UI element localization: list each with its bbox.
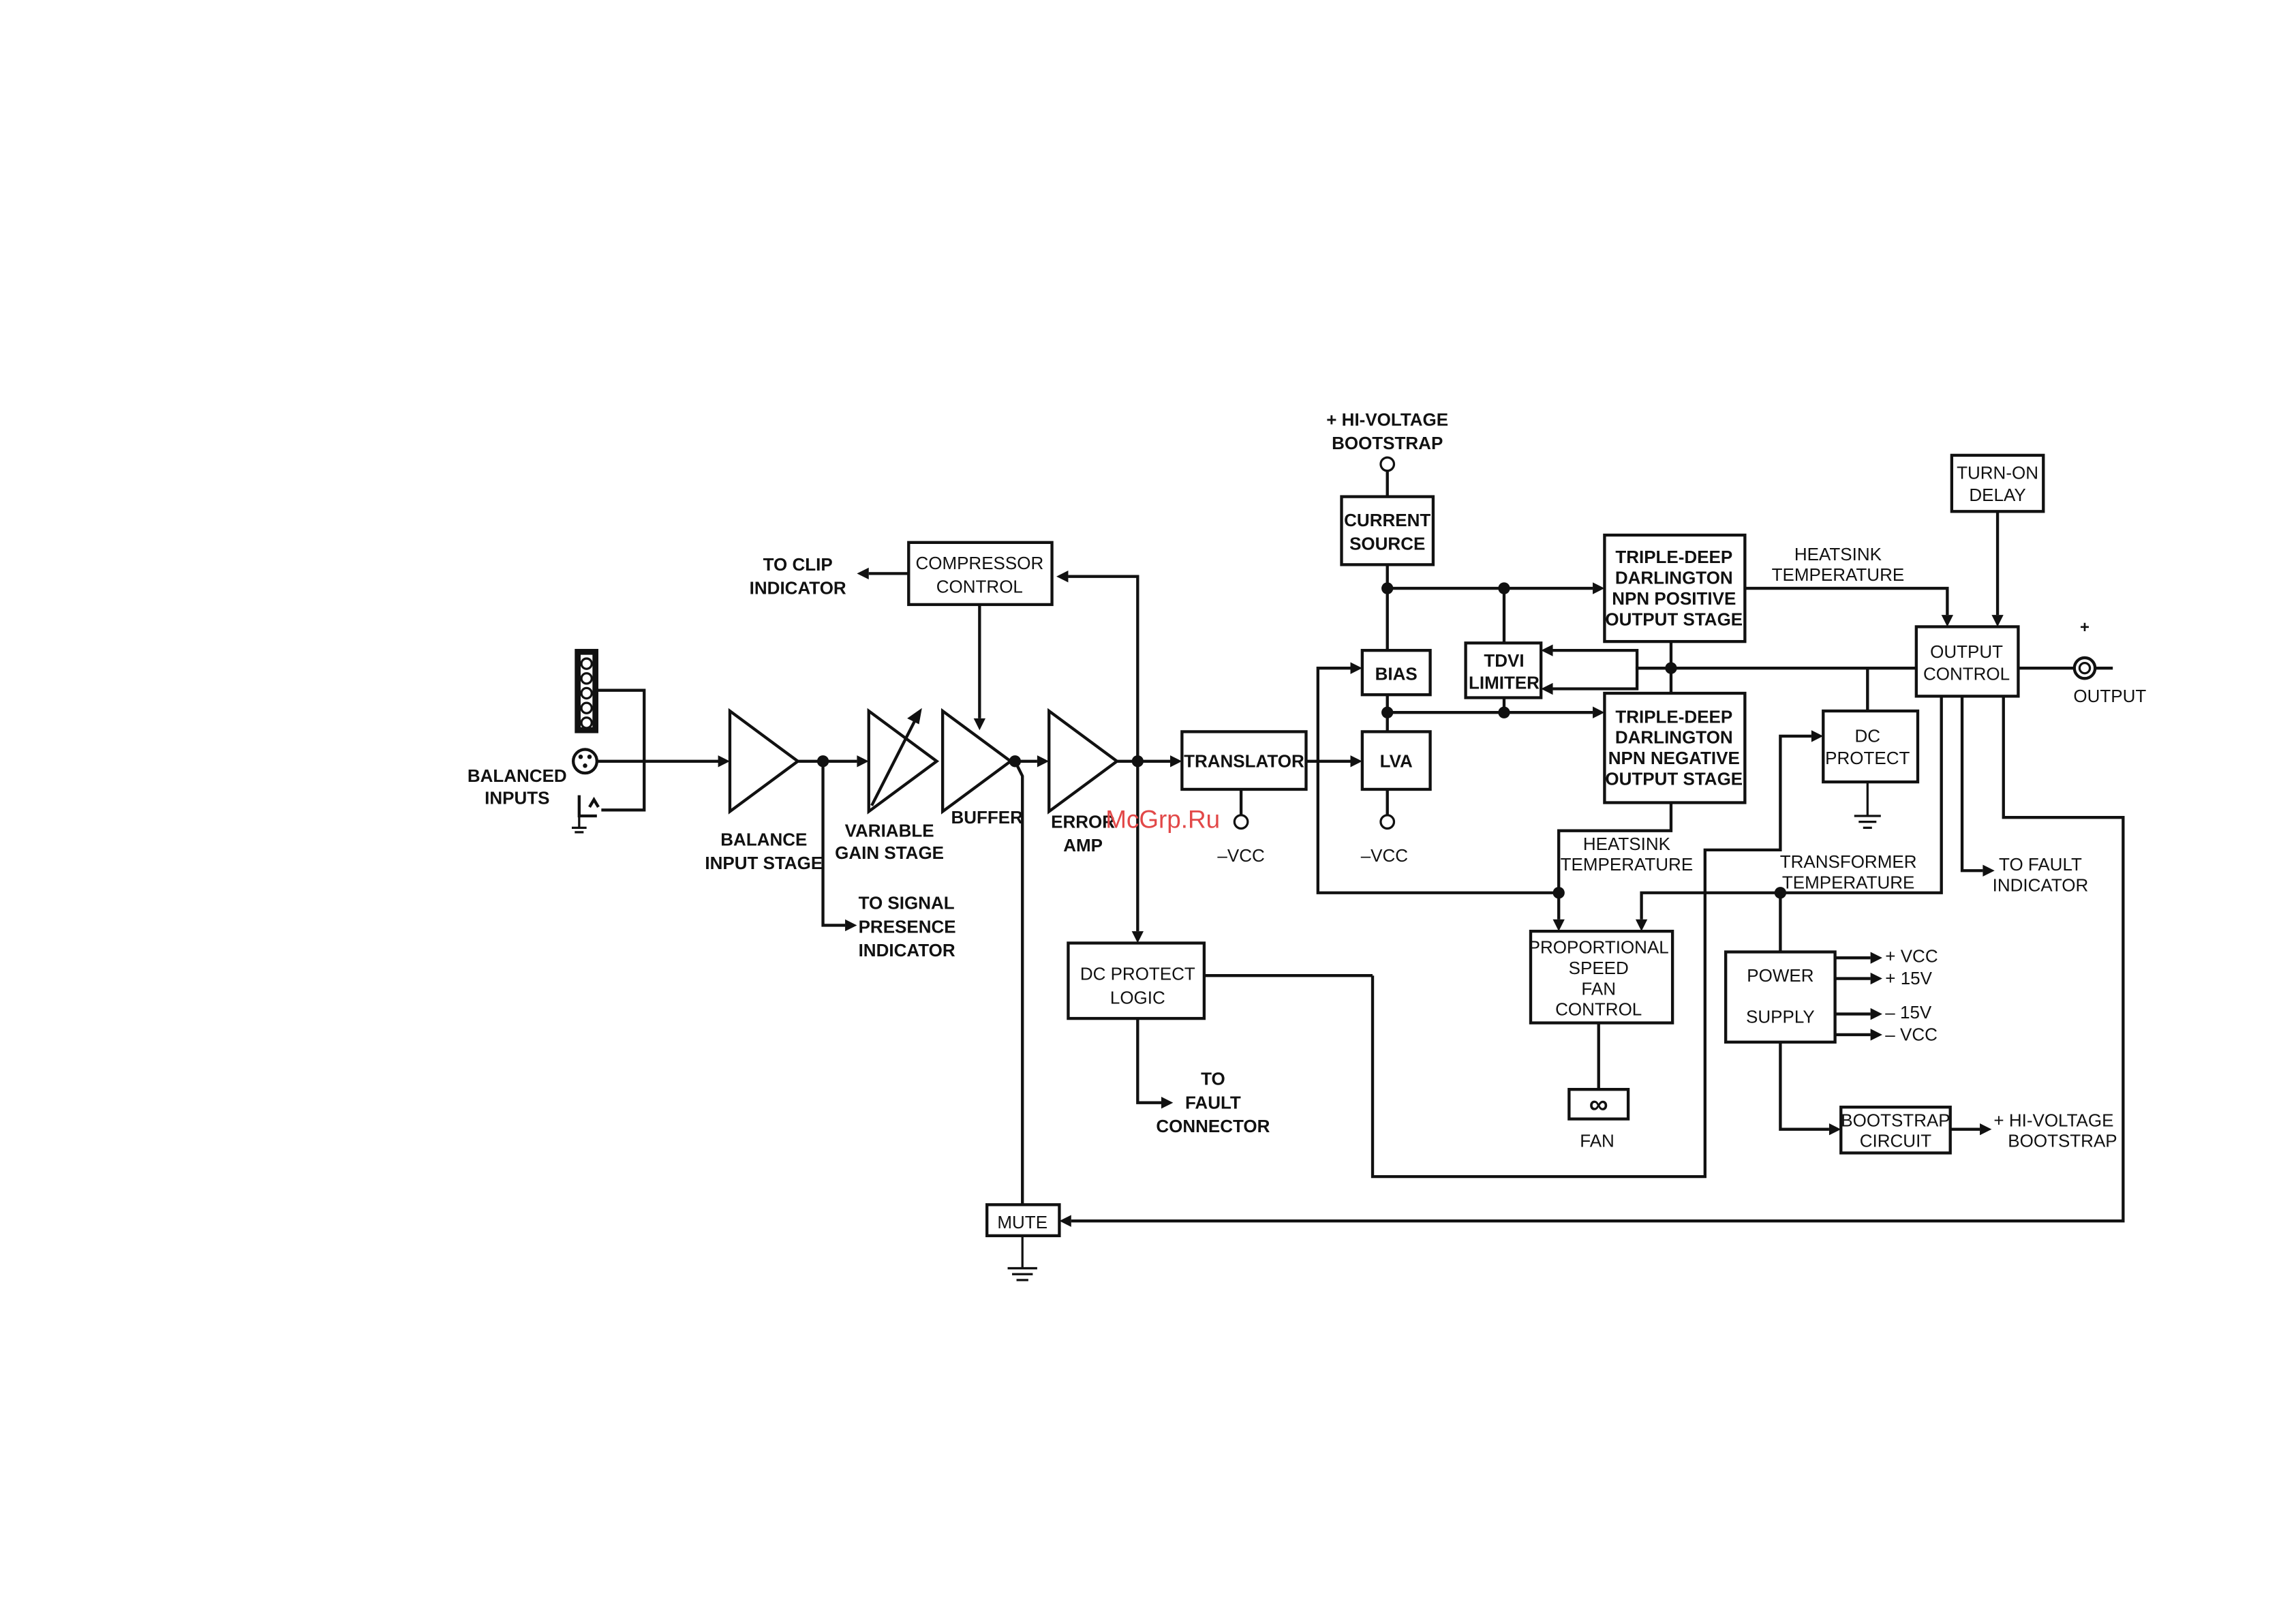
fan-control-label-4: CONTROL: [1555, 999, 1642, 1020]
neg-stage-label-1: TRIPLE-DEEP: [1615, 706, 1732, 727]
ps-vcc-pos-label: + VCC: [1885, 946, 1938, 967]
pos-stage-label-4: OUTPUT STAGE: [1605, 609, 1743, 629]
bootstrap-circuit-block: [1839, 1106, 1952, 1155]
variable-gain-label: VARIABLE: [845, 820, 934, 840]
heatsink-mid-label: HEATSINK: [1583, 834, 1671, 854]
balance-input-stage-amp: [728, 708, 801, 815]
fault-connector-label: TO: [1201, 1069, 1225, 1089]
variable-gain-stage-amp: [867, 708, 940, 815]
fan-control-label-1: PROPORTIONAL: [1529, 937, 1669, 958]
negative-output-stage-block: [1603, 691, 1747, 804]
ps-15-neg-label: – 15V: [1885, 1002, 1932, 1022]
phone-jack-connector-icon: [571, 795, 600, 834]
heatsink-top-label-2: TEMPERATURE: [1772, 564, 1905, 585]
current-source-label-2: SOURCE: [1349, 534, 1425, 554]
hv-bootstrap-top-label: + HI-VOLTAGE: [1326, 410, 1448, 430]
error-amp-label: ERROR: [1051, 811, 1115, 832]
xlr-connector-icon: [571, 748, 599, 775]
compressor-label-2: CONTROL: [936, 577, 1023, 597]
buffer-label: BUFFER: [951, 807, 1023, 828]
dc-logic-label: DC PROTECT: [1080, 964, 1195, 984]
fault-connector-label-3: CONNECTOR: [1156, 1116, 1270, 1136]
hv-bootstrap-bottom-label-2: BOOTSTRAP: [2008, 1131, 2117, 1151]
fan-icon: [1567, 1088, 1630, 1121]
balanced-inputs-label: BALANCED: [468, 765, 567, 786]
output-binding-post-icon: [2072, 656, 2097, 680]
fan-control-label-2: SPEED: [1569, 958, 1629, 978]
balanced-inputs-label-2: INPUTS: [485, 788, 549, 808]
dc-protect-label: DC: [1855, 726, 1881, 746]
balance-stage-label: BALANCE: [720, 829, 807, 849]
fan-control-block: [1529, 929, 1674, 1025]
fault-indicator-label-2: INDICATOR: [1993, 875, 2089, 896]
fault-connector-label-2: FAULT: [1185, 1092, 1241, 1112]
tdvi-limiter-block: [1464, 641, 1543, 699]
pos-stage-label-1: TRIPLE-DEEP: [1615, 547, 1732, 567]
turn-on-delay-block: [1950, 453, 2045, 513]
buffer-amp: [940, 708, 1013, 815]
transformer-temp-label-2: TEMPERATURE: [1782, 872, 1915, 892]
turn-on-label: TURN-ON: [1957, 463, 2038, 483]
hv-bootstrap-bottom-label: + HI-VOLTAGE: [1993, 1110, 2113, 1130]
watermark-text: McGrp.Ru: [1105, 805, 1220, 833]
output-control-block: [1914, 625, 2020, 698]
neg-stage-label-2: DARLINGTON: [1615, 727, 1733, 748]
tdvi-label-2: LIMITER: [1469, 673, 1540, 693]
ps-vcc-neg-label: – VCC: [1885, 1025, 1938, 1045]
current-source-label: CURRENT: [1344, 510, 1430, 530]
clip-indicator-label-2: INDICATOR: [750, 578, 846, 598]
signal-presence-label-3: INDICATOR: [859, 940, 955, 960]
translator-label: TRANSLATOR: [1184, 750, 1304, 771]
lva-vcc-label: –VCC: [1361, 845, 1408, 866]
supply-label: SUPPLY: [1746, 1007, 1815, 1027]
error-amp: [1047, 708, 1120, 815]
clip-indicator-label: TO CLIP: [763, 554, 833, 575]
tdvi-label: TDVI: [1484, 650, 1524, 671]
power-supply-block: [1724, 950, 1837, 1044]
fan-label: FAN: [1580, 1131, 1614, 1151]
output-plus-label: +: [2080, 618, 2090, 637]
transformer-temp-label: TRANSFORMER: [1780, 851, 1917, 872]
lva-block: [1360, 730, 1432, 791]
bias-label: BIAS: [1375, 664, 1418, 684]
compressor-label: COMPRESSOR: [915, 553, 1043, 573]
error-amp-label-2: AMP: [1063, 835, 1103, 855]
positive-output-stage-block: [1603, 533, 1747, 643]
fan-control-label-3: FAN: [1581, 978, 1616, 999]
current-source-block: [1340, 495, 1435, 566]
signal-presence-label: TO SIGNAL: [859, 893, 955, 913]
output-control-label-2: CONTROL: [1923, 664, 2010, 684]
fault-indicator-label: TO FAULT: [1999, 854, 2082, 875]
heatsink-mid-label-2: TEMPERATURE: [1561, 854, 1694, 875]
translator-block: [1180, 730, 1308, 791]
neg-stage-label-4: OUTPUT STAGE: [1605, 768, 1743, 789]
barrier-strip-connector-icon: [575, 648, 599, 733]
pos-stage-label-3: NPN POSITIVE: [1612, 588, 1736, 609]
dc-protect-label-2: PROTECT: [1825, 748, 1910, 768]
output-label: OUTPUT: [2073, 686, 2146, 706]
output-control-label: OUTPUT: [1930, 641, 2003, 662]
variable-gain-label-2: GAIN STAGE: [835, 843, 944, 863]
bias-block: [1360, 648, 1432, 697]
signal-presence-label-2: PRESENCE: [859, 916, 956, 937]
translator-vcc-label: –VCC: [1217, 845, 1264, 866]
power-label: POWER: [1747, 965, 1813, 986]
mute-label: MUTE: [997, 1212, 1047, 1232]
neg-stage-label-3: NPN NEGATIVE: [1608, 748, 1740, 768]
lva-label: LVA: [1380, 750, 1413, 771]
bootstrap-label: BOOTSTRAP: [1841, 1110, 1950, 1130]
ps-15-pos-label: + 15V: [1885, 968, 1932, 988]
balance-stage-label-2: INPUT STAGE: [705, 853, 823, 873]
dc-logic-label-2: LOGIC: [1110, 987, 1165, 1007]
hv-bootstrap-top-label-2: BOOTSTRAP: [1332, 433, 1443, 453]
fan-symbol: ∞: [1589, 1090, 1608, 1119]
dc-protect-block: [1822, 709, 1920, 784]
turn-on-label-2: DELAY: [1969, 485, 2025, 505]
bootstrap-label-2: CIRCUIT: [1860, 1131, 1932, 1151]
pos-stage-label-2: DARLINGTON: [1615, 568, 1733, 588]
heatsink-top-label: HEATSINK: [1794, 544, 1882, 564]
